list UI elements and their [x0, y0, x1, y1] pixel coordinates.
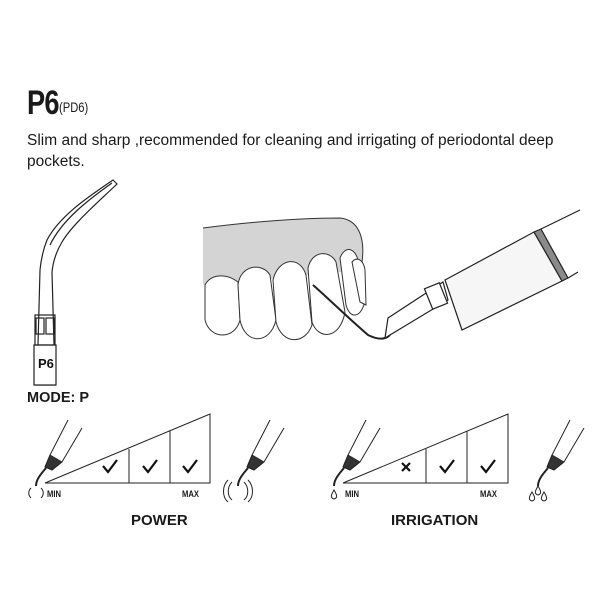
check-icon — [102, 459, 118, 474]
product-name: P6 — [27, 84, 59, 122]
mode-label: MODE: P — [27, 390, 90, 406]
handpiece-min-irrigation-icon — [330, 419, 381, 500]
irrigation-min-label: MIN — [345, 489, 360, 499]
handpiece-min-power-icon — [28, 419, 83, 499]
check-icon — [142, 459, 158, 474]
check-icon — [182, 459, 198, 474]
check-icon — [480, 459, 496, 474]
product-alt-name: (PD6) — [59, 99, 89, 115]
power-max-label: MAX — [182, 489, 199, 499]
irrigation-title: IRRIGATION — [391, 512, 479, 529]
product-description: Slim and sharp ,recommended for cleaning… — [27, 132, 554, 170]
irrigation-chart — [342, 413, 509, 484]
tip-label: P6 — [38, 356, 54, 371]
teeth-illustration — [202, 217, 367, 341]
handpiece-max-power-icon — [223, 419, 285, 503]
power-title: POWER — [131, 512, 188, 529]
cross-icon — [401, 462, 411, 472]
power-chart — [44, 413, 211, 484]
scaler-tip-illustration — [33, 179, 118, 386]
handpiece-illustration — [312, 209, 581, 340]
check-icon — [439, 459, 455, 474]
power-min-label: MIN — [47, 489, 62, 499]
handpiece-max-irrigation-icon — [528, 419, 585, 502]
irrigation-max-label: MAX — [480, 489, 497, 499]
